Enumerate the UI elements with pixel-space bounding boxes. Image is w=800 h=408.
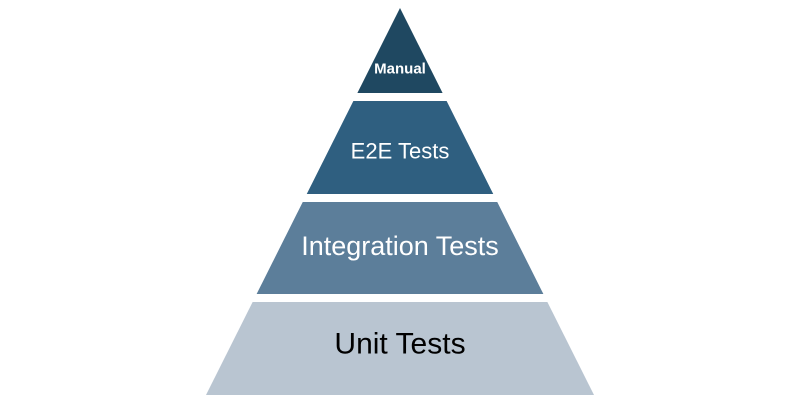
pyramid-level-integration-tests: Integration Tests bbox=[256, 202, 544, 294]
pyramid-level-label-e2e-tests: E2E Tests bbox=[351, 139, 450, 164]
pyramid-level-manual: Manual bbox=[357, 8, 443, 93]
pyramid-level-shape-unit-tests bbox=[206, 302, 594, 395]
pyramid-level-label-manual: Manual bbox=[374, 61, 426, 78]
pyramid-level-e2e-tests: E2E Tests bbox=[306, 101, 494, 194]
pyramid-level-shape-manual bbox=[357, 8, 443, 93]
pyramid-level-label-unit-tests: Unit Tests bbox=[334, 328, 465, 361]
pyramid-level-shape-e2e-tests bbox=[306, 101, 494, 194]
pyramid-level-label-integration-tests: Integration Tests bbox=[301, 231, 499, 261]
pyramid-level-shape-integration-tests bbox=[256, 202, 544, 294]
pyramid-level-unit-tests: Unit Tests bbox=[206, 302, 594, 395]
